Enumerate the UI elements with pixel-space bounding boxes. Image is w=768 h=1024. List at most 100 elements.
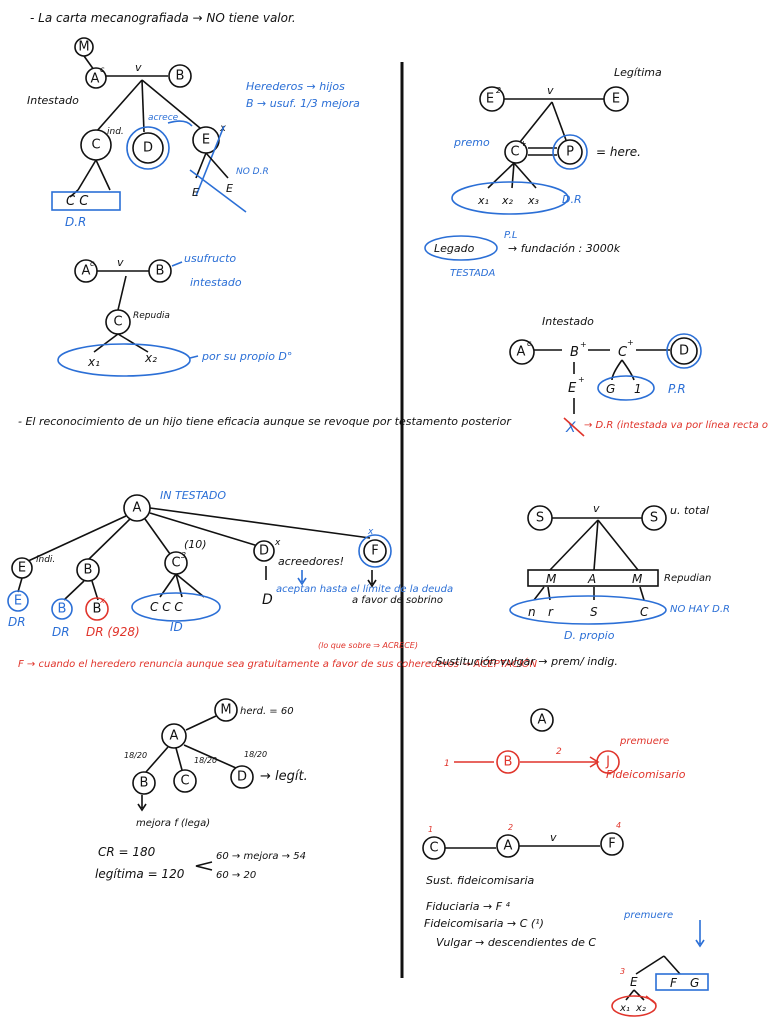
step9-1: 1 (428, 825, 433, 834)
node-a-sup: c (100, 65, 105, 74)
node-a7: A (587, 572, 596, 586)
node-a6-label: A (517, 345, 526, 360)
label-legitima2: Legítima (614, 66, 662, 79)
label-no-dr: NO D.R (236, 167, 269, 177)
tree-sust-fideicomisaria: 1 C 2 A v 4 F Sust. fideicomisaria Fiduc… (422, 821, 709, 1017)
node-e9: E (630, 975, 638, 989)
node-c5-label: C (510, 145, 519, 160)
label-dr5: D.R (562, 193, 582, 206)
frac-b: 18/20 (124, 751, 147, 760)
label-id: ID (170, 620, 183, 634)
label-herederos: Herederos → hijos (246, 80, 345, 93)
label-dr-928: DR (928) (86, 625, 140, 639)
node-d-label: D (143, 141, 153, 156)
node-m4-label: M (220, 703, 231, 718)
label-intestada-note: → D.R (intestada va por línea recta o lí… (584, 419, 768, 431)
legado-highlight (424, 235, 498, 261)
node-d3 (253, 540, 275, 562)
node-a6 (509, 339, 535, 365)
label-intestado6: Intestado (542, 315, 594, 328)
node-a8 (530, 708, 554, 732)
node-a2-label: A (82, 264, 91, 279)
node-b4-label: B (140, 776, 149, 791)
label-total: u. total (670, 504, 709, 517)
tree-intestado-1: M A c v B Intestado Herederos → hijos B … (27, 37, 360, 229)
node-b8 (496, 750, 520, 774)
label-propio: por su propio D° (201, 350, 292, 363)
node-b-label: B (176, 69, 185, 84)
label-usuf: B → usuf. 1/3 mejora (246, 97, 360, 110)
node-e3-label: E (18, 561, 26, 576)
label-fiduciaria: Fiduciaria → F ⁴ (426, 900, 511, 913)
tree-intestado-6: Intestado A c B + C + D E + G 1 P.R X → … (509, 315, 768, 437)
label-usufructo: usufructo (184, 252, 236, 265)
c3-children-highlight (131, 592, 221, 622)
child5-x1: x₁ (477, 194, 489, 207)
step9-2: 2 (508, 823, 513, 832)
tree-fideicomisario: A 1 B 2 J premuere Fideicomisario (444, 708, 686, 781)
node-a-label: A (91, 72, 100, 87)
node-c-label: C (91, 138, 100, 153)
node-b3-child-1-label: B (58, 602, 67, 617)
node-b6: B (570, 345, 579, 360)
label-indi: indi. (36, 555, 55, 565)
node-d-highlight (126, 126, 170, 170)
node-c6: C (618, 345, 628, 360)
label-legitima: legítima = 120 (95, 867, 185, 881)
child-x2: x₂ (144, 351, 157, 365)
node-f9 (600, 832, 624, 856)
child5-x2: x₂ (501, 194, 514, 207)
tree1-v: v (135, 61, 142, 74)
label-ind: ind. (107, 127, 124, 137)
label-d-propio: D. propio (564, 629, 615, 642)
label-intestado2: intestado (190, 276, 242, 289)
node-b6-sup: + (580, 340, 587, 349)
children5-highlight (451, 181, 569, 215)
label-legit: → legít. (260, 769, 308, 784)
frac-c: 18/20 (194, 756, 217, 765)
node-m (74, 37, 94, 57)
node-d3-label: D (259, 544, 269, 559)
label-cr: CR = 180 (98, 845, 156, 859)
node-a4-label: A (170, 729, 179, 744)
label-aceptan: aceptan hasta el límite de la deuda (276, 583, 453, 595)
node-d6 (670, 337, 698, 365)
label-ten: (10) (184, 538, 207, 551)
node-b4 (132, 771, 156, 795)
tree2-v: v (117, 256, 124, 269)
node-e2-label: E (486, 92, 494, 107)
label-sust: Sust. fideicomisaria (426, 874, 535, 887)
node-a4 (161, 723, 187, 749)
node-m7b: M (632, 572, 643, 586)
step-1: 1 (444, 759, 450, 769)
legado-note: Legado P.L → fundación : 3000k TESTADA (424, 230, 621, 279)
children-highlight (57, 343, 191, 377)
label-pl: P.L (504, 230, 517, 241)
node-c3-sup: 3 (181, 551, 186, 560)
label-mejora-line: 60 → mejora → 54 (216, 851, 306, 862)
node-e-cross (195, 125, 225, 197)
tree7-v: v (593, 502, 600, 515)
note-reconocimiento: - El reconocimiento de un hijo tiene efi… (18, 415, 512, 428)
node-e3-child (7, 590, 29, 612)
node-f3-label: F (371, 544, 378, 559)
child9-x2: x₂ (635, 1003, 646, 1014)
node-j8 (596, 750, 620, 774)
label-fideicomisario: Fideicomisario (606, 768, 686, 781)
node-f9b: F (670, 976, 678, 990)
label-repudia: Repudia (133, 311, 170, 321)
node-e-child-1: E (192, 186, 199, 199)
label-herd: herd. = 60 (240, 706, 294, 717)
node-b3-child-2-label: B (93, 602, 102, 617)
step-2: 2 (556, 747, 562, 757)
node-s7-label: S (536, 511, 544, 526)
node-d4 (230, 765, 254, 789)
node-m4 (214, 698, 238, 722)
label-pr: P.R (668, 382, 686, 396)
x-children-highlight (611, 995, 657, 1017)
node-b3-child-2 (85, 597, 109, 621)
note-sustitucion: - Sustitución vulgar → prem/ indig. (428, 655, 618, 668)
node-b2 (148, 259, 172, 283)
label-premo: premo (453, 136, 490, 149)
